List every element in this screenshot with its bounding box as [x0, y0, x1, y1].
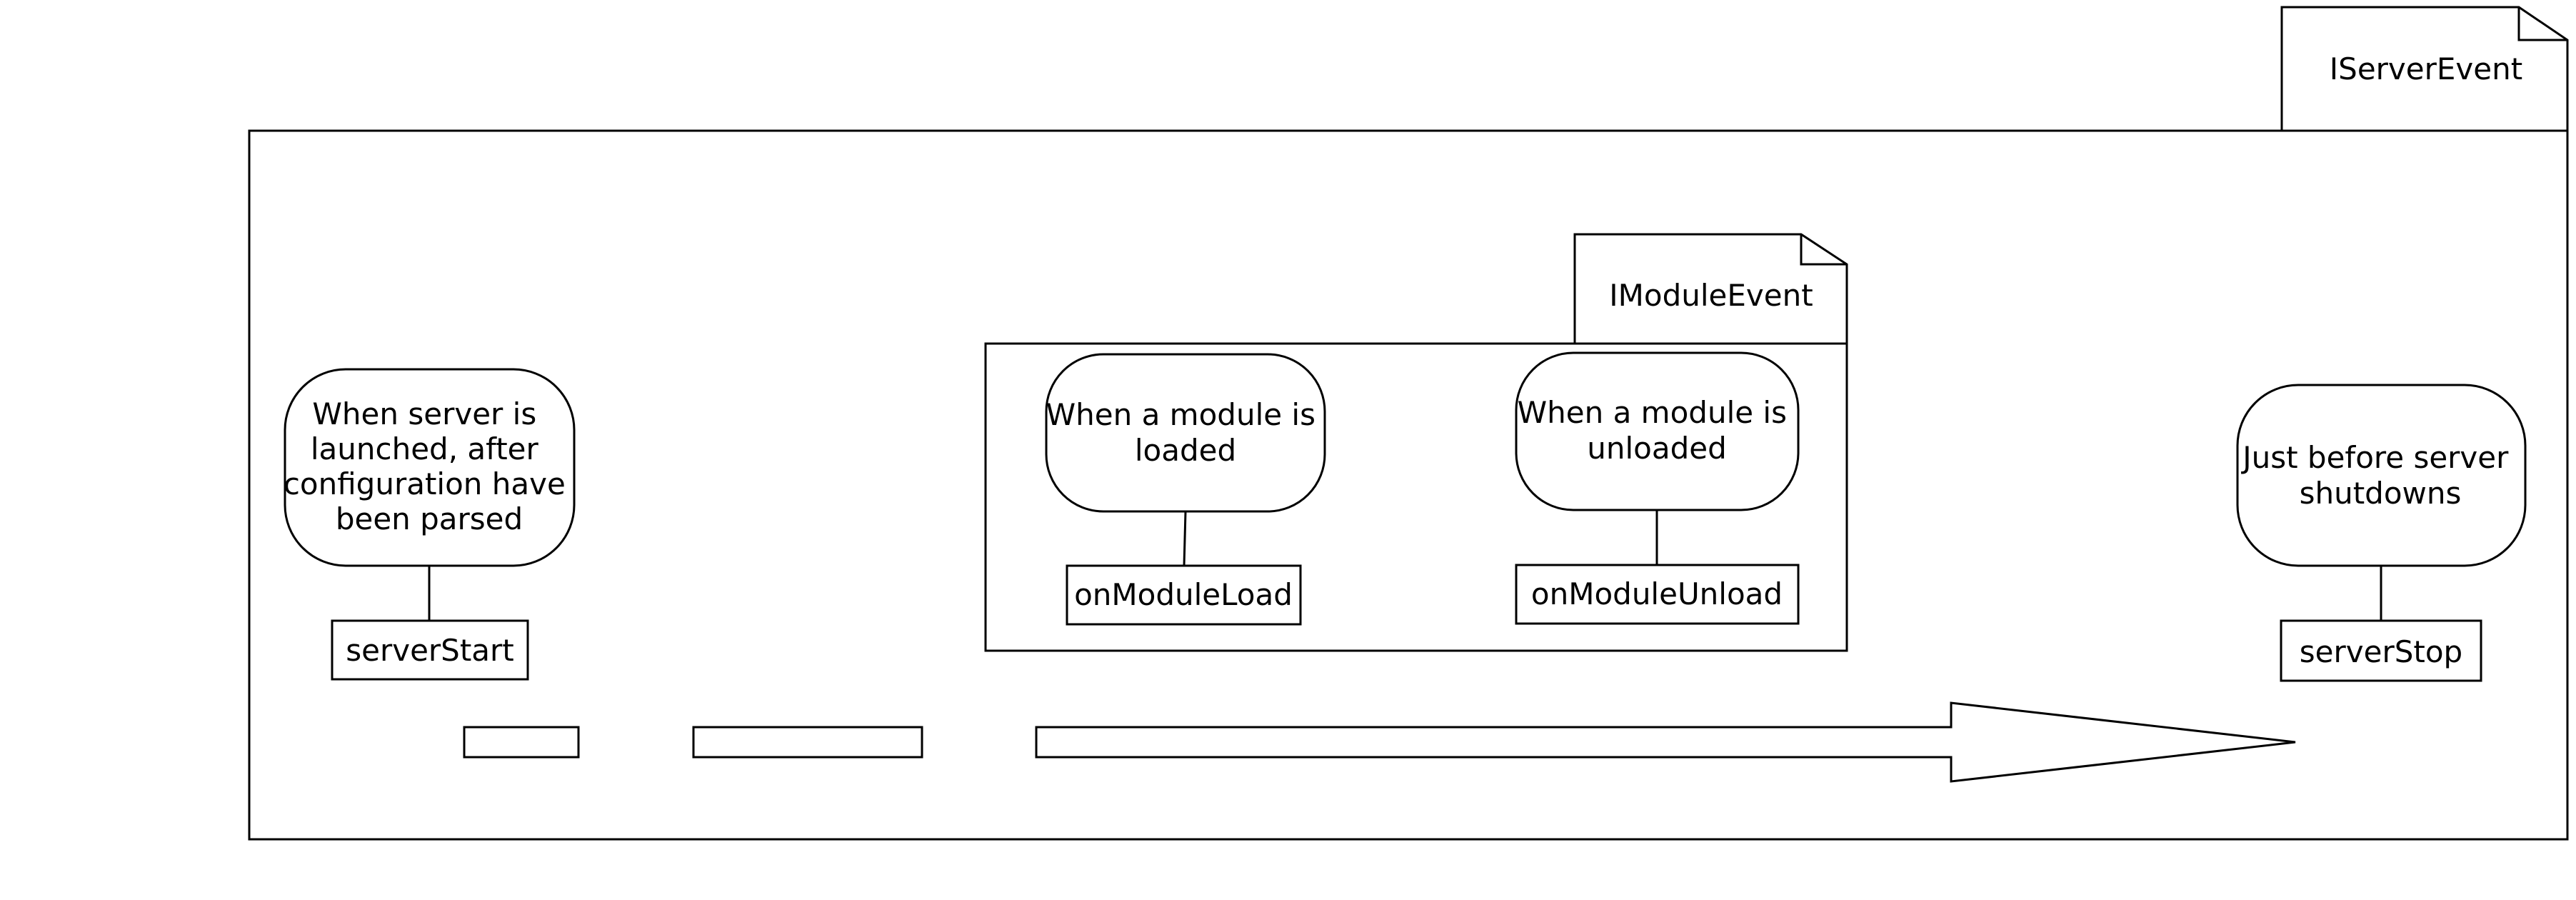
timeline-arrow-head	[1035, 701, 2296, 783]
server-package-tab-fold	[2517, 7, 2567, 41]
module-unload-description: When a module is unloaded	[1518, 395, 1797, 466]
module-unload-event: When a module is unloaded onModuleUnload	[1515, 351, 1800, 625]
timeline-arrow	[463, 701, 2296, 783]
server-stop-event: Just before server shutdowns serverStop	[2236, 384, 2527, 682]
timeline-dash-2	[692, 726, 923, 759]
module-load-method: onModuleLoad	[1074, 577, 1293, 612]
module-package-title: IModuleEvent	[1609, 278, 1813, 313]
module-unload-method-box	[1515, 564, 1800, 625]
module-load-connector	[1183, 511, 1187, 566]
module-package-tab-fold	[1800, 234, 1847, 266]
module-package-tab	[1573, 233, 1848, 345]
server-stop-method: serverStop	[2300, 634, 2462, 669]
server-package-tab	[2280, 6, 2569, 132]
server-start-method-box	[331, 619, 529, 681]
server-stop-description: Just before server shutdowns	[2240, 440, 2518, 511]
server-start-event: When server is launched, after configura…	[284, 368, 576, 681]
timeline-dash-1	[463, 726, 580, 759]
module-unload-method: onModuleUnload	[1531, 576, 1783, 611]
server-start-description: When server is launched, after configura…	[284, 396, 575, 536]
module-event-package: IModuleEvent When a module is loaded onM…	[984, 233, 1848, 652]
module-load-event: When a module is loaded onModuleLoad	[1045, 353, 1326, 626]
module-load-method-box	[1066, 564, 1302, 626]
module-load-description: When a module is loaded	[1046, 397, 1325, 468]
server-stop-method-box	[2280, 619, 2482, 682]
server-package-title: IServerEvent	[2330, 51, 2522, 86]
server-start-method: serverStart	[346, 633, 514, 668]
